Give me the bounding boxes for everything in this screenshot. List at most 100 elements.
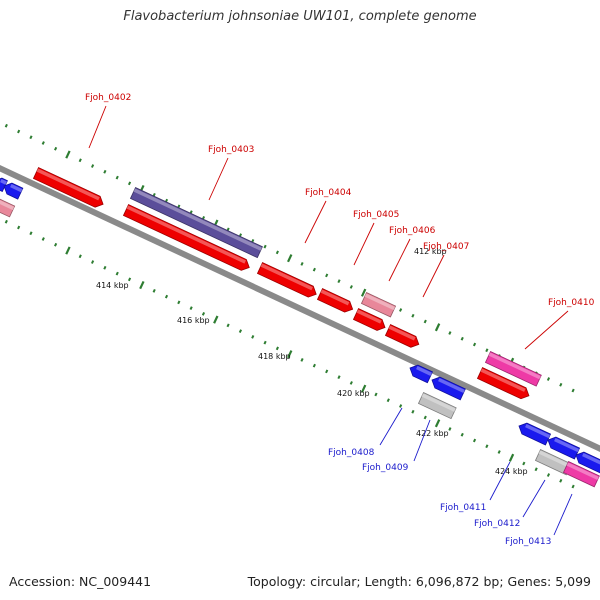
tick-mark (349, 285, 353, 289)
gene-label[interactable]: Fjoh_0403 (208, 145, 254, 155)
feature-highlight (133, 188, 262, 251)
gene-feature-arrow[interactable] (384, 324, 421, 350)
tick-mark (411, 409, 415, 414)
tick-mark (485, 444, 489, 449)
gene-feature-arrow[interactable] (516, 421, 552, 446)
gene-label[interactable]: Fjoh_0409 (362, 463, 409, 473)
tick-mark (448, 427, 452, 431)
gene-feature-arrow[interactable] (545, 435, 581, 460)
tick-mark (139, 280, 145, 290)
scale-label: 412 kbp (414, 247, 447, 256)
feature-highlight (416, 366, 433, 376)
feature-body (0, 197, 16, 218)
feature-highlight (356, 309, 382, 324)
feature-body (431, 376, 466, 401)
tick-mark (65, 150, 71, 159)
tick-mark (4, 123, 8, 128)
gene-feature-arrow[interactable] (476, 367, 531, 402)
tick-mark (127, 277, 132, 282)
label-leader-line (88, 105, 107, 149)
gene-feature-arrow[interactable] (534, 449, 572, 476)
tick-mark (29, 135, 33, 140)
gene-feature-arrow[interactable] (352, 308, 387, 333)
tick-mark (522, 461, 526, 466)
gene-label[interactable]: Fjoh_0413 (505, 537, 551, 547)
scale-label: 424 kbp (495, 467, 528, 476)
tick-mark (115, 175, 119, 180)
tick-mark (251, 335, 255, 339)
gene-feature-arrow[interactable] (484, 351, 542, 387)
tick-mark (177, 300, 181, 305)
tick-mark (127, 181, 132, 186)
label-leader-line (524, 310, 569, 350)
gene-feature-arrow[interactable] (32, 167, 105, 210)
label-leader-line (388, 238, 411, 282)
gene-feature-arrow[interactable] (417, 392, 457, 420)
tick-mark (287, 350, 293, 359)
tick-mark (263, 340, 267, 345)
tick-mark (78, 158, 82, 163)
tick-mark (399, 404, 403, 408)
tick-row-lower (4, 219, 575, 489)
scale-label: 422 kbp (416, 429, 449, 438)
tick-marks (4, 123, 575, 489)
gene-feature-arrow[interactable] (1, 181, 24, 200)
feature-highlight (126, 205, 246, 264)
gene-label[interactable]: Fjoh_0405 (353, 210, 399, 220)
feature-highlight (566, 462, 599, 481)
gene-feature-arrow[interactable] (429, 375, 466, 401)
gene-label[interactable]: Fjoh_0412 (474, 519, 520, 529)
gene-label[interactable]: Fjoh_0411 (440, 503, 486, 513)
feature-highlight (320, 289, 350, 306)
gene-feature-arrow[interactable] (0, 176, 8, 193)
tick-mark (546, 377, 551, 381)
tick-mark (17, 225, 21, 230)
tick-mark (386, 398, 390, 403)
features (0, 167, 600, 488)
gene-label[interactable]: Fjoh_0410 (548, 298, 595, 308)
gene-label[interactable]: Fjoh_0407 (423, 242, 469, 252)
tick-mark (546, 473, 551, 477)
tick-mark (374, 392, 378, 397)
tick-mark (300, 358, 304, 362)
gene-label[interactable]: Fjoh_0406 (389, 226, 436, 236)
tick-mark (300, 262, 304, 266)
gene-feature-arrow[interactable] (360, 292, 397, 318)
gene-feature-arrow[interactable] (316, 288, 355, 315)
tick-mark (263, 244, 267, 249)
tick-mark (472, 438, 477, 443)
scale-label: 420 kbp (337, 389, 370, 398)
gene-feature-arrow[interactable] (129, 187, 263, 259)
feature-highlight (388, 325, 416, 341)
genome-summary-text: Topology: circular; Length: 6,096,872 bp… (247, 574, 591, 589)
gene-feature-arrow[interactable] (256, 262, 318, 300)
tick-mark (349, 381, 353, 385)
tick-mark (337, 375, 341, 380)
tick-mark (29, 231, 33, 236)
tick-mark (312, 267, 316, 272)
tick-mark (103, 265, 107, 270)
tick-mark (534, 467, 538, 472)
tick-mark (164, 294, 169, 299)
gene-feature-arrow[interactable] (407, 363, 434, 384)
tick-mark (399, 308, 403, 312)
label-leader-line (353, 222, 375, 266)
gene-label[interactable]: Fjoh_0402 (85, 93, 131, 103)
tick-mark (559, 478, 563, 483)
gene-label[interactable]: Fjoh_0408 (328, 448, 375, 458)
gene-feature-arrow[interactable] (122, 204, 251, 273)
tick-mark (434, 323, 441, 332)
gene-label[interactable]: Fjoh_0404 (305, 188, 352, 198)
tick-mark (325, 273, 329, 278)
feature-body (547, 436, 581, 460)
tick-mark (226, 323, 230, 328)
tick-mark (411, 313, 415, 318)
gene-feature-arrow[interactable] (0, 197, 16, 218)
feature-highlight (421, 393, 456, 412)
scale-label: 416 kbp (177, 316, 210, 325)
tick-mark (4, 219, 8, 224)
tick-mark (423, 319, 427, 324)
tick-mark (508, 453, 515, 462)
gene-feature-arrow[interactable] (562, 461, 600, 488)
